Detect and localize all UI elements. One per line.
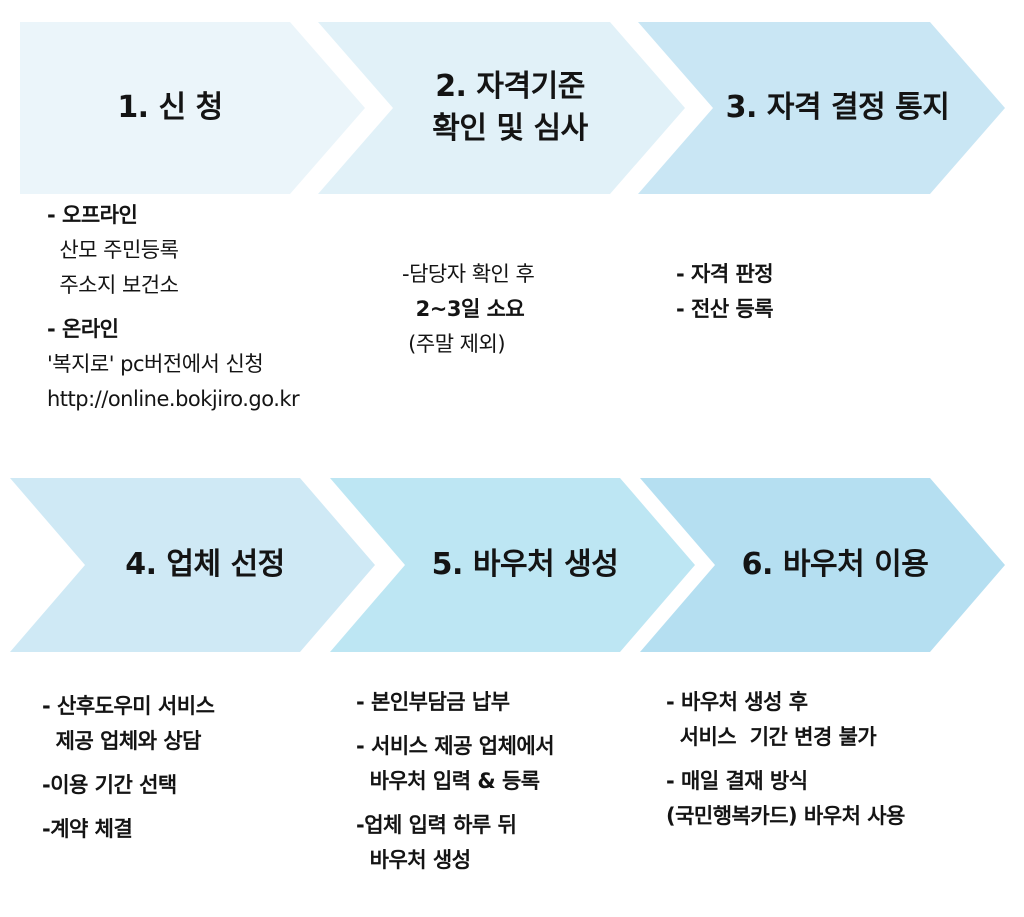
step-2-description-line: 2~3일 소요	[402, 297, 525, 321]
step-3-description: - 자격 판정 - 전산 등록	[676, 257, 774, 327]
step-1-description-line: 주소지 보건소	[47, 273, 179, 297]
step-6-description-line: (국민행복카드) 바우처 사용	[666, 804, 905, 828]
step-2-title-line: 2. 자격기준	[435, 69, 585, 104]
step-3-arrow	[638, 22, 1005, 194]
step-1-description-line: http://online.bokjiro.go.kr	[47, 387, 300, 411]
step-1-description-line: '복지로' pc버전에서 신청	[47, 352, 264, 376]
step-2-description-line: -담당자 확인 후	[402, 262, 535, 286]
step-5-title: 5. 바우처 생성	[405, 544, 645, 586]
step-6-arrow	[640, 478, 1005, 652]
step-4-title-line: 4. 업체 선정	[125, 547, 285, 582]
step-2-description-line: (주말 제외)	[402, 332, 506, 356]
step-1-title: 1. 신 청	[40, 87, 300, 129]
step-5-description-line: -업체 입력 하루 뒤	[356, 813, 517, 837]
step-4-title: 4. 업체 선정	[85, 544, 325, 586]
step-2-description: -담당자 확인 후 2~3일 소요 (주말 제외)	[402, 257, 535, 362]
step-6-title-line: 6. 바우처 이용	[741, 547, 929, 582]
step-2-title: 2. 자격기준 확인 및 심사	[380, 66, 640, 150]
step-5-title-line: 5. 바우처 생성	[431, 547, 619, 582]
step-6-description-line: - 매일 결재 방식	[666, 769, 808, 793]
step-1-description-line: - 온라인	[47, 317, 119, 341]
step-1-arrow	[20, 22, 365, 194]
step-2-arrow	[318, 22, 685, 194]
step-3-description-line: - 자격 판정	[676, 262, 774, 286]
step-6-title: 6. 바우처 이용	[715, 544, 955, 586]
step-5-description: - 본인부담금 납부 - 서비스 제공 업체에서 바우처 입력 & 등록 -업체 입…	[356, 685, 555, 878]
step-6-description-line: - 바우처 생성 후	[666, 690, 808, 714]
step-3-title-line: 3. 자격 결정 통지	[725, 90, 950, 125]
step-4-description-line: 제공 업체와 상담	[42, 729, 202, 753]
step-4-description-line: -계약 체결	[42, 817, 133, 841]
step-5-description-line: - 서비스 제공 업체에서	[356, 734, 555, 758]
step-6-description: - 바우처 생성 후 서비스 기간 변경 불가 - 매일 결재 방식 (국민행복카드…	[666, 685, 905, 834]
step-4-arrow	[10, 478, 375, 652]
step-3-title: 3. 자격 결정 통지	[700, 87, 975, 129]
step-5-description-line: 바우처 입력 & 등록	[356, 769, 541, 793]
step-5-description-line: 바우처 생성	[356, 848, 471, 872]
step-3-description-line: - 전산 등록	[676, 297, 774, 321]
step-4-description: - 산후도우미 서비스 제공 업체와 상담 -이용 기간 선택 -계약 체결	[42, 689, 215, 847]
step-1-description-line: - 오프라인	[47, 203, 138, 227]
step-1-title-line: 1. 신 청	[117, 90, 223, 125]
step-2-title-line: 확인 및 심사	[432, 111, 588, 146]
step-4-description-line: -이용 기간 선택	[42, 773, 177, 797]
step-1-description: - 오프라인 산모 주민등록 주소지 보건소 - 온라인 '복지로' pc버전에서 …	[47, 198, 300, 417]
step-5-arrow	[330, 478, 695, 652]
step-6-description-line: 서비스 기간 변경 불가	[666, 725, 877, 749]
step-4-description-line: - 산후도우미 서비스	[42, 694, 215, 718]
step-5-description-line: - 본인부담금 납부	[356, 690, 510, 714]
step-1-description-line: 산모 주민등록	[47, 238, 179, 262]
